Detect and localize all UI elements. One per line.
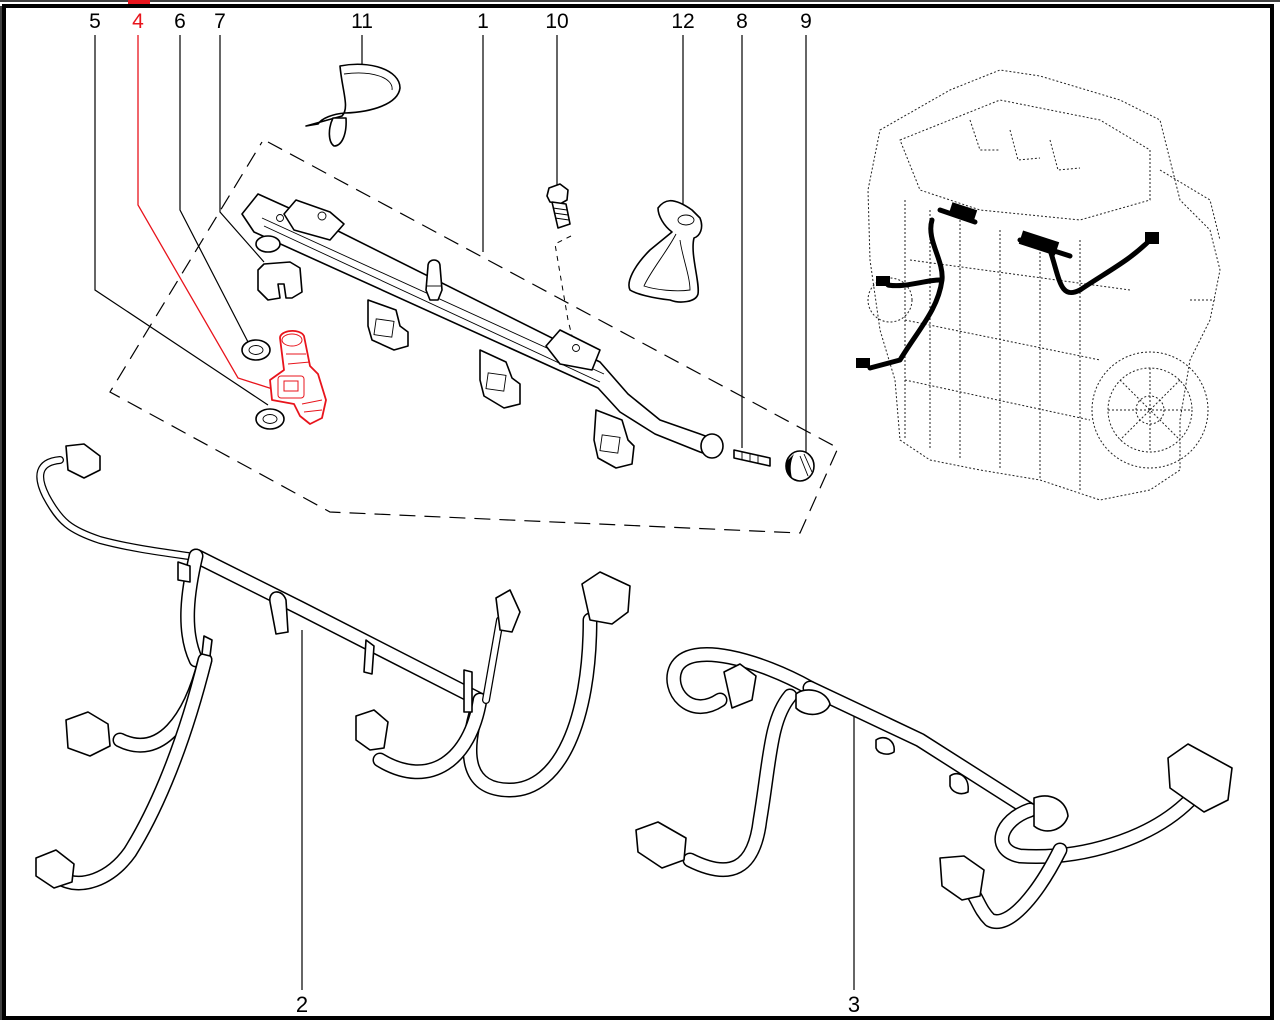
part-1-fuel-rail[interactable]: [241, 193, 724, 459]
callout-label: 9: [800, 10, 812, 33]
callout-2[interactable]: 2: [296, 630, 308, 1017]
callout-label: 11: [351, 10, 373, 33]
part-4-fuel-injector[interactable]: [269, 330, 327, 425]
callout-8[interactable]: 8: [736, 10, 748, 448]
part-6-o-ring[interactable]: [241, 339, 271, 361]
callout-11[interactable]: 11: [351, 10, 373, 66]
callout-label: 5: [89, 10, 101, 33]
callout-label: 1: [477, 10, 489, 33]
part-11-cable-clip[interactable]: [305, 63, 401, 147]
callout-3[interactable]: 3: [848, 715, 860, 1017]
callout-label: 7: [214, 10, 226, 33]
part-2-wiring-harness[interactable]: [35, 443, 631, 891]
assembly-boundary: [109, 141, 839, 534]
callout-5[interactable]: 5: [89, 10, 269, 406]
callout-label: 12: [671, 10, 694, 33]
callout-label: 3: [848, 992, 860, 1017]
callout-label: 10: [545, 10, 568, 33]
part-3-wiring-harness[interactable]: [635, 647, 1233, 929]
callout-label: 8: [736, 10, 748, 33]
callout-1[interactable]: 1: [477, 10, 489, 252]
callout-9[interactable]: 9: [800, 10, 812, 456]
part-8-valve[interactable]: [733, 449, 771, 467]
callout-label: 2: [296, 992, 308, 1017]
injector-2: [479, 349, 521, 409]
part-10-bolt[interactable]: [546, 183, 575, 345]
part-7-retaining-clip[interactable]: [257, 261, 303, 301]
injector-3: [593, 409, 635, 469]
injector-1: [367, 299, 409, 351]
callout-10[interactable]: 10: [545, 10, 569, 186]
callout-6[interactable]: 6: [174, 10, 249, 343]
callout-4[interactable]: 4: [132, 10, 283, 393]
part-5-o-ring[interactable]: [255, 408, 285, 430]
callout-label: 6: [174, 10, 186, 33]
callout-12[interactable]: 12: [671, 10, 695, 210]
callout-7[interactable]: 7: [214, 10, 265, 263]
part-9-cap[interactable]: [785, 450, 815, 482]
part-12-strap[interactable]: [628, 199, 703, 303]
engine-overview-illustration: [856, 69, 1221, 501]
callout-label: 4: [132, 10, 144, 33]
